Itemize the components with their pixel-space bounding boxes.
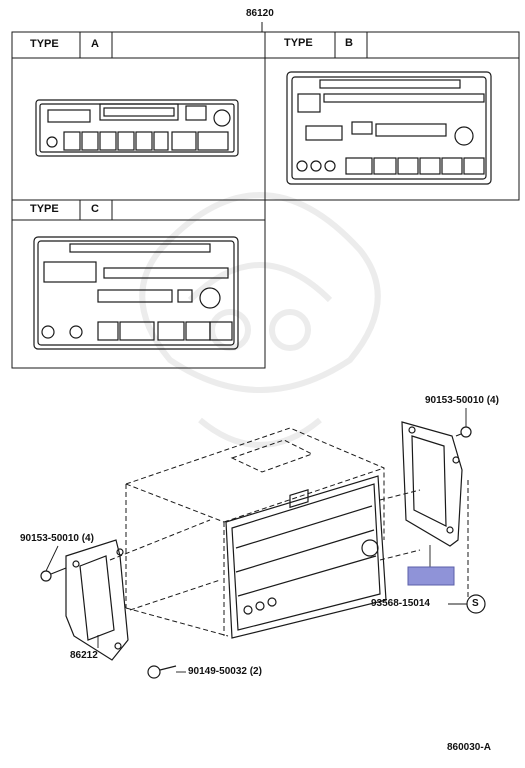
- type-a-label: TYPE: [30, 38, 59, 50]
- type-b-letter: B: [345, 37, 353, 49]
- highlighted-clip-part[interactable]: [407, 566, 455, 586]
- callout-screw-left[interactable]: 90153-50010 (4): [20, 533, 94, 544]
- assembly-part-number: 86120: [246, 8, 274, 19]
- callout-screw-right[interactable]: 90153-50010 (4): [425, 395, 499, 406]
- type-a-letter: A: [91, 38, 99, 50]
- type-c-label: TYPE: [30, 203, 59, 215]
- diagram-code: 860030-A: [447, 742, 491, 753]
- callout-bracket-left[interactable]: 86212: [70, 650, 98, 661]
- type-c-letter: C: [91, 203, 99, 215]
- callout-clip-right[interactable]: 93568-15014: [371, 598, 430, 609]
- callout-screw-bottom[interactable]: 90149-50032 (2): [188, 666, 262, 677]
- clip-symbol: S: [472, 598, 479, 609]
- type-b-label: TYPE: [284, 37, 313, 49]
